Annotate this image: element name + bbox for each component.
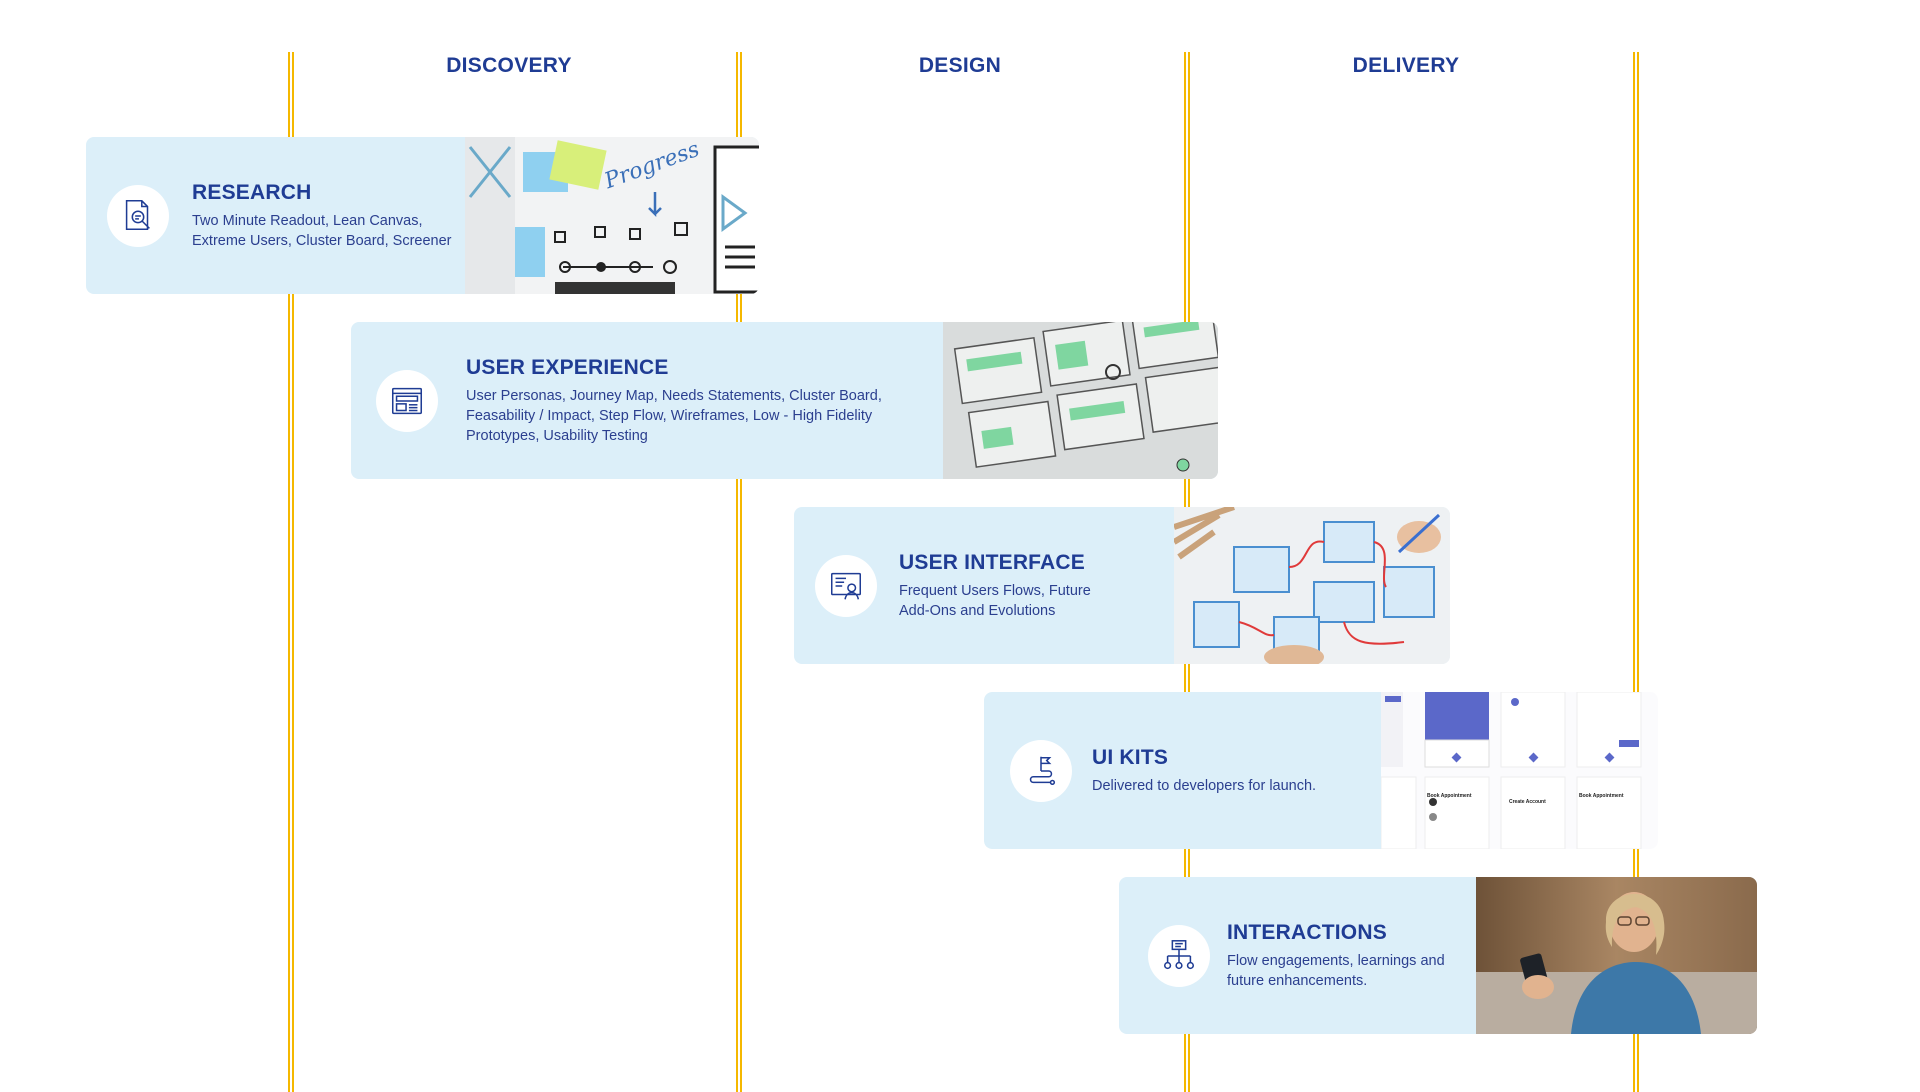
- research-text: RESEARCH Two Minute Readout, Lean Canvas…: [192, 137, 452, 294]
- user-experience-icon-badge: [376, 369, 438, 432]
- research-description: Two Minute Readout, Lean Canvas, Extreme…: [192, 212, 452, 249]
- hands-drawing-wireframes-photo: [1174, 507, 1450, 664]
- ui-kits-text: UI KITS Delivered to developers for laun…: [1092, 692, 1372, 849]
- ui-kit-screen-label-1: Book Appointment: [1427, 793, 1472, 799]
- user-interface-icon-badge: [815, 554, 877, 617]
- interactions-text: INTERACTIONS Flow engagements, learnings…: [1227, 877, 1447, 1034]
- woman-using-phone-photo: [1476, 877, 1757, 1034]
- ui-kit-screen-label-3: Book Appointment: [1579, 793, 1624, 799]
- layout-template-icon: [391, 387, 423, 414]
- user-experience-description: User Personas, Journey Map, Needs Statem…: [466, 387, 882, 444]
- user-interface-text: USER INTERFACE Frequent Users Flows, Fut…: [899, 507, 1119, 664]
- research-icon-badge: [107, 184, 169, 247]
- mobile-ui-screens-image: Book Appointment Create Account Book App…: [1381, 692, 1658, 849]
- research-title: RESEARCH: [192, 180, 312, 204]
- interactions-description: Flow engagements, learnings and future e…: [1227, 952, 1445, 989]
- ui-kits-icon-badge: [1010, 739, 1072, 802]
- interactions-card: INTERACTIONS Flow engagements, learnings…: [1119, 877, 1757, 1034]
- timeline-line-1: [288, 52, 294, 1092]
- user-interface-title: USER INTERFACE: [899, 550, 1085, 574]
- user-experience-title: USER EXPERIENCE: [466, 355, 669, 379]
- document-search-icon: [125, 199, 150, 230]
- user-interface-description: Frequent Users Flows, Future Add-Ons and…: [899, 582, 1091, 619]
- interactions-title: INTERACTIONS: [1227, 920, 1387, 944]
- phase-header-discovery: DISCOVERY: [446, 54, 572, 77]
- user-interface-card: USER INTERFACE Frequent Users Flows, Fut…: [794, 507, 1450, 664]
- ui-kits-card: UI KITS Delivered to developers for laun…: [984, 692, 1658, 849]
- ui-kit-screen-label-2: Create Account: [1509, 799, 1546, 805]
- whiteboard-sticky-notes-photo: Progress: [465, 137, 759, 294]
- user-experience-text: USER EXPERIENCE User Personas, Journey M…: [466, 322, 926, 479]
- user-experience-card: USER EXPERIENCE User Personas, Journey M…: [351, 322, 1218, 479]
- flag-path-icon: [1029, 756, 1056, 785]
- wireframe-sketches-photo: [943, 322, 1218, 479]
- phase-header-delivery: DELIVERY: [1352, 54, 1460, 77]
- sitemap-icon: [1163, 939, 1195, 969]
- user-profile-screen-icon: [830, 572, 862, 599]
- research-card: RESEARCH Two Minute Readout, Lean Canvas…: [86, 137, 759, 294]
- phase-header-design: DESIGN: [918, 54, 1002, 77]
- timeline-line-4: [1633, 52, 1639, 1092]
- ui-kits-title: UI KITS: [1092, 745, 1169, 769]
- interactions-icon-badge: [1148, 924, 1210, 987]
- ui-kits-description: Delivered to developers for launch.: [1092, 777, 1317, 794]
- timeline-line-2: [736, 52, 742, 1092]
